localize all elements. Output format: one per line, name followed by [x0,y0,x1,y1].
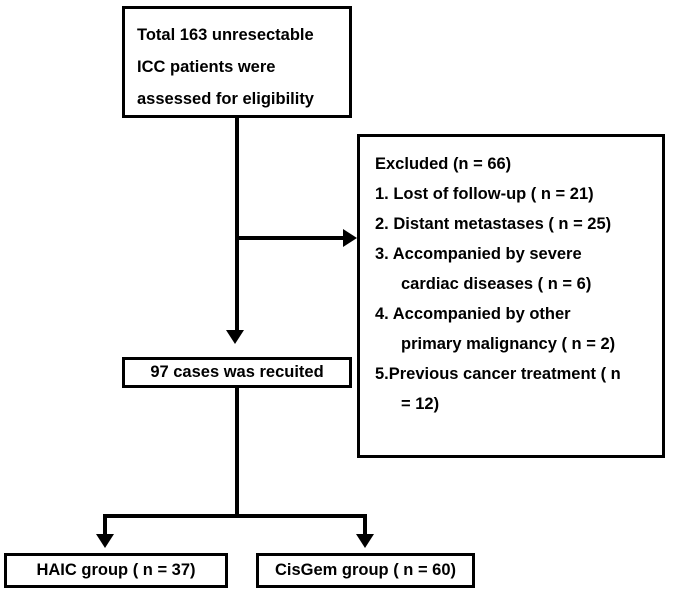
haic-group-label: HAIC group ( n = 37) [36,561,196,579]
node-assessed-for-eligibility: Total 163 unresectable ICC patients were… [122,6,352,118]
recruited-label: 97 cases was recuited [150,363,324,381]
connector-recruited-to-split [235,388,239,518]
excluded-item-1: 1. Lost of follow-up ( n = 21) [375,185,594,203]
excluded-item-4-continuation: primary malignancy ( n = 2) [401,335,616,353]
arrowhead-to-haic-group [96,534,114,548]
connector-to-excluded [235,236,345,240]
node-haic-group: HAIC group ( n = 37) [4,553,228,588]
excluded-heading: Excluded (n = 66) [375,155,512,173]
excluded-item-2: 2. Distant metastases ( n = 25) [375,215,612,233]
assessed-line-1: Total 163 unresectable [137,26,314,44]
assessed-line-2: ICC patients were [137,58,276,76]
excluded-item-4: 4. Accompanied by other [375,305,571,323]
arrowhead-to-cisgem-group [356,534,374,548]
connector-to-cisgem-group [363,514,367,536]
node-excluded: Excluded (n = 66) 1. Lost of follow-up (… [357,134,665,458]
node-cisgem-group: CisGem group ( n = 60) [256,553,475,588]
excluded-item-5: 5.Previous cancer treatment ( n [375,365,621,383]
excluded-item-5-continuation: = 12) [401,395,440,413]
connector-assessed-to-recruited [235,118,239,330]
connector-to-haic-group [103,514,107,536]
connector-split-bar [103,514,367,518]
node-recruited: 97 cases was recuited [122,357,352,388]
arrowhead-to-recruited [226,330,244,344]
assessed-line-3: assessed for eligibility [137,90,314,108]
excluded-item-3: 3. Accompanied by severe [375,245,582,263]
arrowhead-to-excluded [343,229,357,247]
excluded-item-3-continuation: cardiac diseases ( n = 6) [401,275,592,293]
cisgem-group-label: CisGem group ( n = 60) [274,561,457,579]
